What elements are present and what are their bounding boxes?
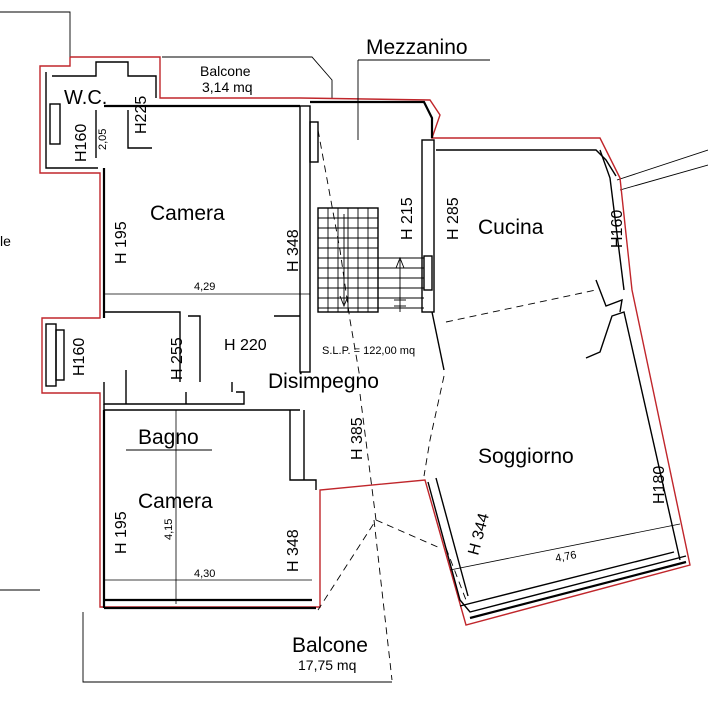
height-left-window: H160 [71,338,88,376]
slp-label: S.L.P. = 122,00 mq [322,345,415,357]
height-camera-top-window: H 195 [113,221,130,264]
room-label-left-partial: le [0,233,11,249]
height-camera-bottom-window: H 195 [113,511,130,554]
height-wc-ceiling: H225 [133,96,150,134]
room-label-soggiorno: Soggiorno [478,445,574,468]
room-label-wc: W.C. [64,87,107,109]
height-soggiorno-left: H 344 [465,511,492,557]
room-label-camera-top: Camera [150,202,225,225]
dimension-soggiorno-width: 4,76 [554,549,577,565]
height-disimpegno: H 220 [224,337,267,354]
height-soggiorno-right: H180 [651,466,668,504]
walls [45,61,687,620]
room-label-disimpegno: Disimpegno [268,370,379,393]
dimension-lines [104,293,681,604]
dimension-camera-bottom-width: 4,30 [194,568,215,580]
height-camera-top-ceiling: H 348 [285,229,302,272]
height-stair: H 215 [399,197,416,240]
balcone-top-label: Balcone [200,63,251,79]
height-wc-window: H160 [73,124,90,162]
dimension-camera-bottom-depth: 4,15 [163,519,175,540]
height-camera-bottom-ceiling: H 348 [285,529,302,572]
height-bagno-ceiling: H 255 [169,337,186,380]
height-cucina-ceiling: H 285 [445,197,462,240]
room-label-mezzanino: Mezzanino [366,36,468,59]
room-label-bagno: Bagno [138,426,199,449]
height-disimpegno-2: H 385 [349,417,366,460]
dashed-lines [317,129,597,681]
dimension-camera-top-width: 4,29 [194,281,215,293]
room-label-camera-bottom: Camera [138,490,213,513]
room-label-cucina: Cucina [478,216,544,239]
balcone-bottom-label: Balcone [292,634,368,657]
stair [317,207,424,313]
height-cucina-window: H160 [609,210,626,248]
dimension-wc-width: 2,05 [97,129,109,150]
balcone-bottom-area: 17,75 mq [298,657,356,673]
balcone-top-area: 3,14 mq [202,79,253,95]
exterior-lines [0,11,708,683]
perimeter-boundary [39,56,691,626]
